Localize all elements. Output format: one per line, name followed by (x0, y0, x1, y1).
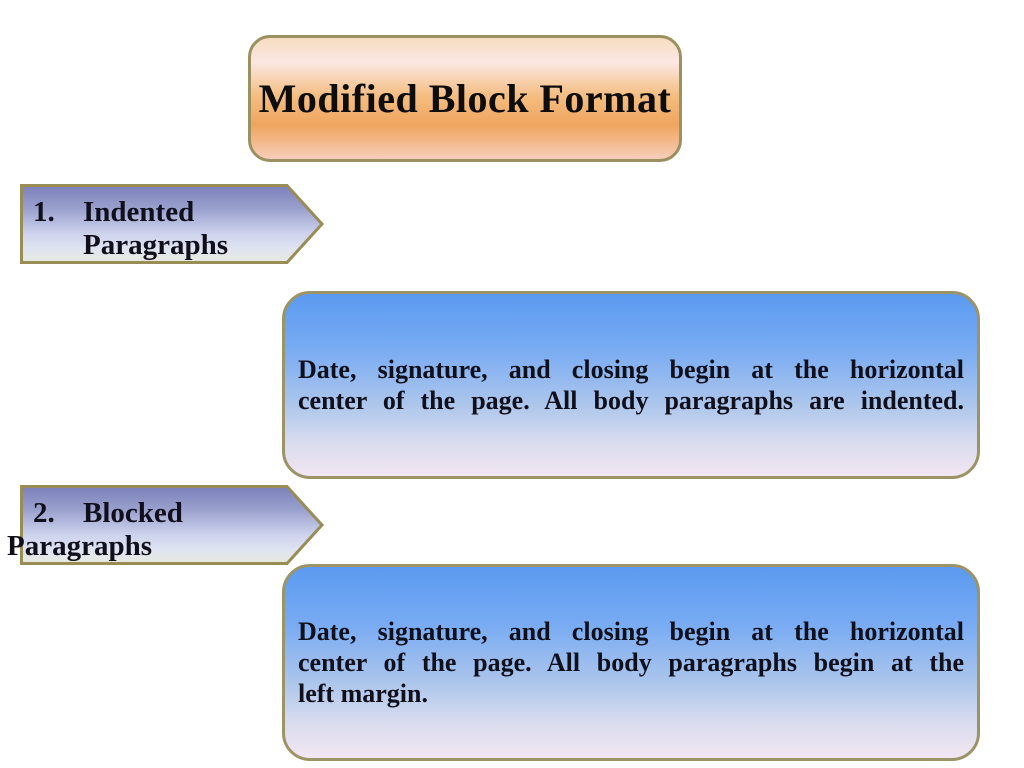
list-item-2-line2: Paragraphs (7, 530, 152, 562)
arrow-shape-2 (20, 485, 325, 565)
callout-2-line-2: center of the page. All body paragraphs … (298, 648, 964, 677)
callout-1-line-2: center of the page. All body paragraphs … (298, 386, 964, 415)
callout-box-1: Date, signature, and closing begin at th… (282, 291, 980, 479)
arrow-pentagon-2 (20, 485, 325, 565)
list-item-1-line2: Paragraphs (83, 229, 228, 261)
callout-2-line-1: Date, signature, and closing begin at th… (298, 617, 964, 646)
title-banner: Modified Block Format (248, 35, 682, 162)
list-item-1-line1: 1. Indented (33, 196, 228, 229)
list-item-1-word: Indented (83, 196, 195, 228)
page-title: Modified Block Format (258, 76, 672, 121)
list-item-2-word: Blocked (83, 497, 183, 529)
callout-text-1: Date, signature, and closing begin at th… (285, 354, 977, 416)
callout-1-line-1: Date, signature, and closing begin at th… (298, 355, 964, 384)
callout-text-2: Date, signature, and closing begin at th… (285, 616, 977, 709)
list-item-2-number: 2. (33, 497, 55, 529)
list-item-1-number: 1. (33, 196, 55, 228)
callout-2-line-3: left margin. (298, 679, 428, 708)
callout-box-2: Date, signature, and closing begin at th… (282, 564, 980, 761)
arrow-pentagon-1 (20, 184, 325, 264)
list-item-1: 1. Indented Paragraphs (33, 196, 228, 262)
list-item-2-line1: 2. Blocked (7, 497, 183, 530)
arrow-shape-1 (20, 184, 325, 264)
list-item-2: 2. Blocked Paragraphs (7, 497, 183, 563)
